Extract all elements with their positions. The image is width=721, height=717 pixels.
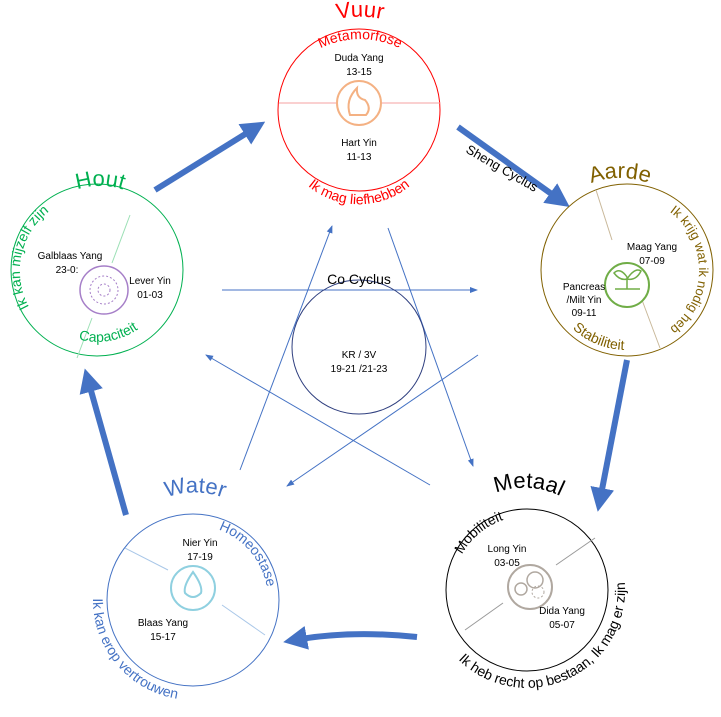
sheng-cycle-label: Sheng Cyclus xyxy=(464,142,541,195)
metaal-organ1: Long Yin xyxy=(488,544,527,555)
vuur-organ1: Duda Yang xyxy=(334,53,383,64)
co-cycle-label: Co Cyclus xyxy=(327,271,391,287)
aarde-organ2a: Pancreas xyxy=(563,282,605,293)
water-time1: 17-19 xyxy=(187,552,213,563)
vuur-time1: 13-15 xyxy=(346,67,372,78)
hout-organ2: Lever Yin xyxy=(129,276,171,287)
element-hout: Hout Ik kan mijzelf zijn Capaciteit Galb… xyxy=(7,166,184,359)
aarde-organ1: Maag Yang xyxy=(627,242,677,253)
element-metaal: Metaal Mobiliteit Ik heb recht op bestaa… xyxy=(445,468,628,691)
center-kr-3v: Co Cyclus KR / 3V 19-21 /21-23 xyxy=(291,271,427,415)
element-water: Water Homeostase Ik kan erop vertrouwen … xyxy=(90,472,280,701)
aarde-time2: 09-11 xyxy=(572,308,597,319)
metaal-title: Metaal xyxy=(491,468,569,501)
element-vuur: Vuur Metamorfose Ik mag liefhebben Duda … xyxy=(277,0,441,207)
spiral-icon xyxy=(79,265,129,315)
water-time2: 15-17 xyxy=(150,632,176,643)
hout-time2: 01-03 xyxy=(137,290,163,301)
hout-time1: 23-0: xyxy=(56,265,79,276)
metaal-time2: 05-07 xyxy=(549,620,575,631)
vuur-title: Vuur xyxy=(334,0,386,24)
leaf-icon xyxy=(604,262,650,308)
sheng-cycle-arrows xyxy=(79,121,630,650)
hout-title: Hout xyxy=(73,166,128,194)
metaal-time1: 03-05 xyxy=(494,558,520,569)
vuur-time2: 11-13 xyxy=(347,152,372,163)
center-line2: 19-21 /21-23 xyxy=(331,364,388,375)
vuur-organ2: Hart Yin xyxy=(341,138,377,149)
center-line1: KR / 3V xyxy=(342,350,377,361)
aarde-time1: 07-09 xyxy=(639,256,665,267)
flame-icon xyxy=(336,80,382,126)
wind-icon xyxy=(507,564,553,610)
hout-organ1: Galblaas Yang xyxy=(38,251,103,262)
water-organ1: Nier Yin xyxy=(182,538,217,549)
water-drop-icon xyxy=(170,565,216,611)
water-title: Water xyxy=(162,472,230,502)
metaal-organ2: Dida Yang xyxy=(539,606,585,617)
water-organ2: Blaas Yang xyxy=(138,618,188,629)
element-aarde: Aarde Ik krijg wat ik nodig heb Stabilit… xyxy=(540,158,714,357)
aarde-organ2b: /Milt Yin xyxy=(566,295,601,306)
aarde-title: Aarde xyxy=(586,158,655,188)
co-cycle-arrows xyxy=(205,225,479,487)
